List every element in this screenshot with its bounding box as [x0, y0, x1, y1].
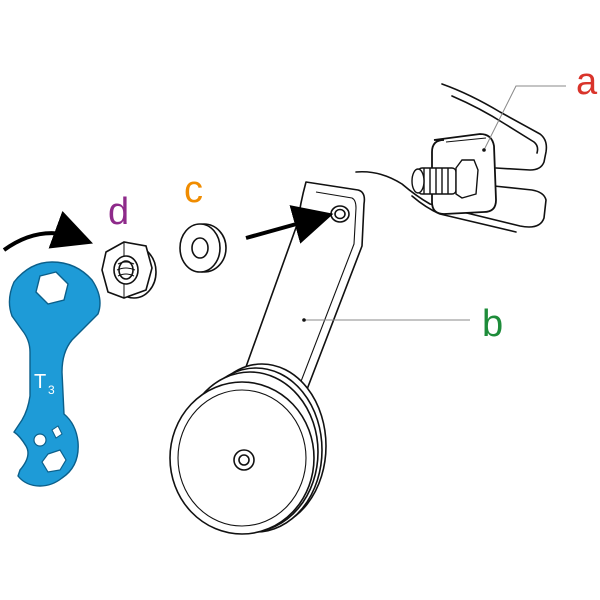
- bolt-a: [411, 133, 497, 215]
- training-wheel-arm: [241, 181, 366, 393]
- direction-arrow-icon: [245, 205, 334, 244]
- wrench-marking: T: [34, 371, 46, 393]
- training-wheel: [169, 363, 327, 535]
- wrench-marking-sub: 3: [48, 383, 55, 397]
- label-c: c: [184, 169, 203, 211]
- label-d: d: [108, 191, 129, 233]
- curved-rotate-arrow-icon: [2, 210, 94, 252]
- wrench-tool: T 3: [8, 261, 101, 487]
- flange-nut: [101, 241, 157, 299]
- washer: [179, 223, 227, 273]
- leader-line-a: [483, 85, 566, 151]
- label-a: a: [576, 61, 598, 103]
- label-b: b: [482, 303, 503, 345]
